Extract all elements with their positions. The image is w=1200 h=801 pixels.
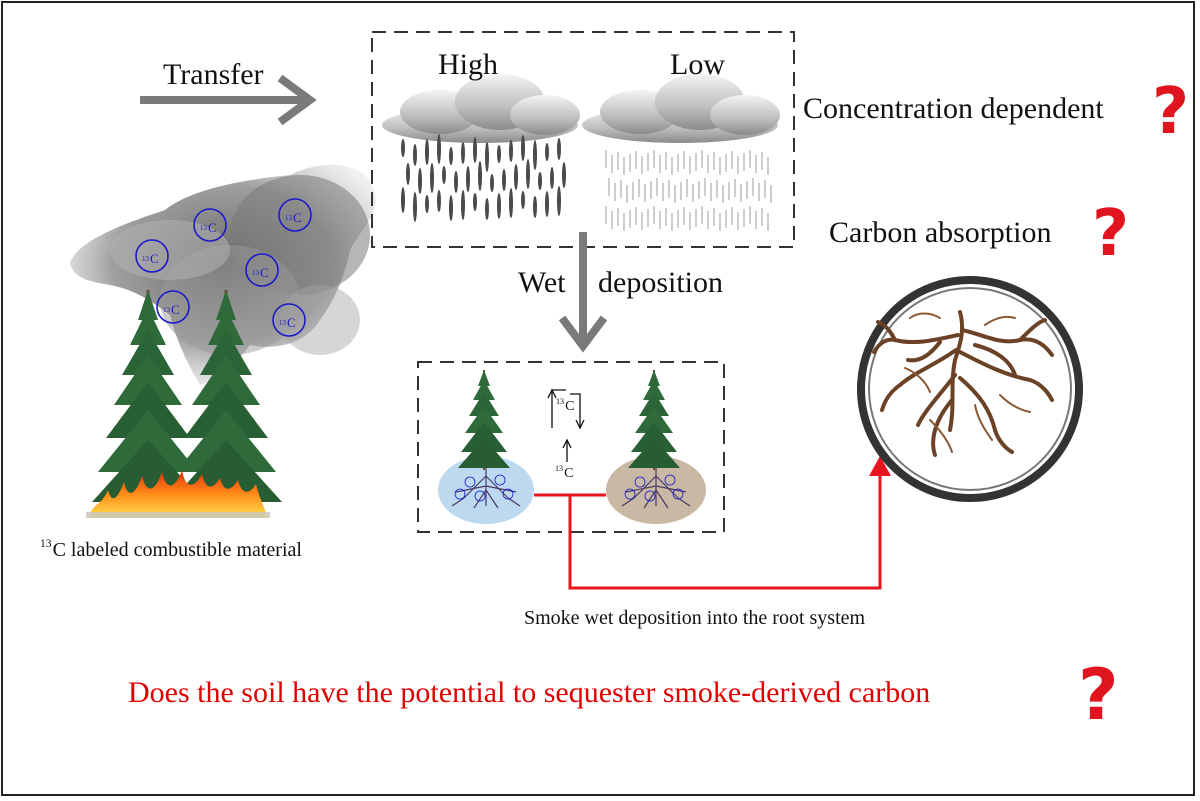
rain-drop	[449, 195, 453, 221]
concentration-dependent-label: Concentration dependent	[803, 92, 1104, 125]
rain-drop	[473, 137, 477, 163]
rain-drop	[514, 164, 518, 190]
tree-icon	[457, 369, 511, 471]
rain-drop	[497, 193, 501, 219]
rain-drop	[533, 140, 537, 170]
rain-drop	[497, 145, 501, 163]
rain-drop	[557, 138, 561, 160]
rain-drop	[430, 163, 434, 193]
svg-text:C: C	[293, 210, 302, 225]
svg-text:C: C	[171, 302, 180, 317]
question-icon: ?	[1078, 654, 1119, 736]
rain-drop	[478, 161, 482, 191]
tree-icon	[627, 369, 681, 471]
soil-brown	[606, 456, 706, 524]
rain-drop	[550, 167, 554, 189]
deposition-label: deposition	[598, 266, 723, 299]
rain-drop	[490, 174, 494, 192]
svg-text:13: 13	[285, 214, 293, 222]
rain-drop	[461, 142, 465, 164]
cloud-high-icon	[382, 74, 580, 143]
rain-drop	[449, 147, 453, 165]
rain-low-icon	[605, 150, 772, 231]
rain-drop	[401, 139, 405, 157]
smoke-root-caption: Smoke wet deposition into the root syste…	[524, 607, 866, 629]
rain-drop	[509, 140, 513, 162]
rain-drop	[454, 171, 458, 193]
question-icon: ?	[1092, 197, 1130, 271]
rain-drop	[461, 190, 465, 220]
rain-high-icon	[401, 134, 566, 222]
cycle-arrow-icon	[547, 388, 585, 462]
rain-drop	[406, 163, 410, 185]
svg-text:C: C	[287, 315, 296, 330]
high-label: High	[438, 48, 498, 81]
rain-drop	[545, 143, 549, 161]
rain-drop	[473, 193, 477, 211]
rain-drop	[442, 166, 446, 184]
rain-drop	[509, 188, 513, 218]
rain-drop	[526, 159, 530, 189]
smoke-plume	[70, 164, 376, 385]
rain-drop	[562, 162, 566, 188]
rain-drop	[533, 196, 537, 218]
soil-blue	[438, 456, 534, 524]
rain-drop	[557, 186, 561, 216]
svg-text:13: 13	[252, 269, 260, 277]
rain-drop	[418, 168, 422, 194]
rain-drop	[521, 191, 525, 209]
root-icon	[857, 276, 1083, 502]
rain-drop	[485, 142, 489, 172]
rain-drop	[425, 195, 429, 213]
rain-drop	[538, 172, 542, 190]
deposition-arrow-icon	[558, 232, 608, 353]
combustible-material-caption: 13C labeled combustible material	[40, 537, 302, 561]
transfer-label: Transfer	[163, 58, 264, 91]
svg-text:13: 13	[200, 224, 208, 232]
carbon-absorption-label: Carbon absorption	[829, 216, 1052, 249]
fire-icon	[86, 470, 270, 518]
svg-text:13: 13	[163, 306, 171, 314]
cloud-low-icon	[582, 74, 780, 143]
rain-drop	[401, 187, 405, 213]
soil-question-label: Does the soil have the potential to sequ…	[128, 676, 931, 709]
svg-text:13: 13	[142, 255, 150, 263]
rain-drop	[437, 134, 441, 164]
rain-drop	[413, 144, 417, 166]
rain-drop	[521, 135, 525, 161]
svg-text:C: C	[208, 220, 217, 235]
root-connection-path	[534, 456, 891, 590]
low-label: Low	[670, 48, 725, 81]
rain-drop	[425, 139, 429, 165]
svg-text:C: C	[260, 265, 269, 280]
rain-drop	[413, 192, 417, 222]
svg-text:13: 13	[279, 319, 287, 327]
rain-drop	[502, 169, 506, 191]
svg-text:C: C	[150, 251, 159, 266]
isotope-label-lower: 13C	[555, 463, 574, 481]
isotope-label-upper: 13C	[556, 396, 575, 414]
question-icon: ?	[1152, 75, 1190, 149]
transfer-arrow-icon	[140, 74, 317, 126]
rain-drop	[437, 190, 441, 212]
rain-drop	[466, 166, 470, 192]
rain-drop	[545, 191, 549, 217]
rain-drop	[485, 198, 489, 220]
wet-label: Wet	[518, 266, 566, 299]
